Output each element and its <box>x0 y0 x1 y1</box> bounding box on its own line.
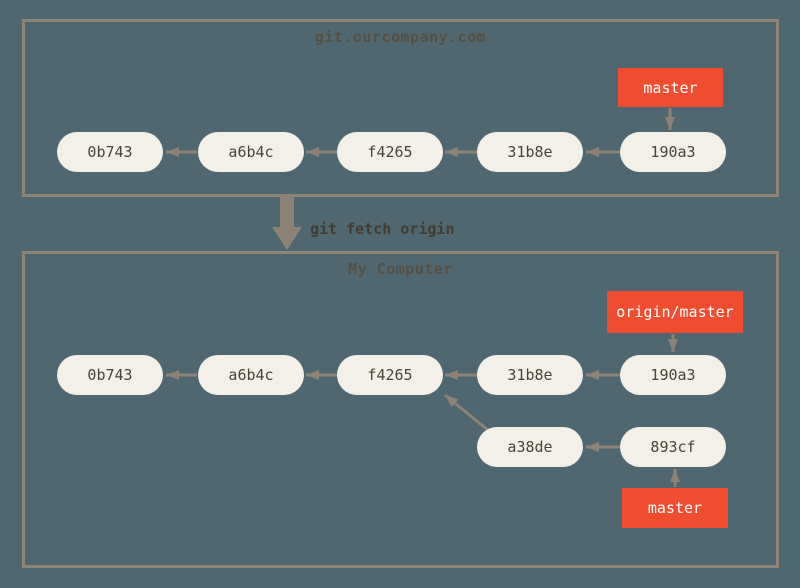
commit-node: 190a3 <box>620 132 726 172</box>
local-repo-title: My Computer <box>348 260 453 278</box>
remote-master-branch-tag: master <box>618 68 723 107</box>
commit-node: 190a3 <box>620 355 726 395</box>
commit-node: 31b8e <box>477 132 583 172</box>
fetch-command-label: git fetch origin <box>310 220 455 238</box>
fetch-arrow-icon <box>272 194 302 250</box>
commit-node: f4265 <box>337 355 443 395</box>
commit-node: a38de <box>477 427 583 467</box>
commit-node: 31b8e <box>477 355 583 395</box>
local-master-branch-tag: master <box>622 488 728 528</box>
commit-node: f4265 <box>337 132 443 172</box>
commit-node: a6b4c <box>198 355 304 395</box>
local-repo-box: My Computer <box>22 251 779 568</box>
remote-repo-title: git.ourcompany.com <box>314 28 487 46</box>
origin-master-branch-tag: origin/master <box>607 291 743 333</box>
commit-node: 893cf <box>620 427 726 467</box>
commit-node: 0b743 <box>57 132 163 172</box>
commit-node: a6b4c <box>198 132 304 172</box>
commit-node: 0b743 <box>57 355 163 395</box>
remote-repo-box: git.ourcompany.com <box>22 19 779 197</box>
